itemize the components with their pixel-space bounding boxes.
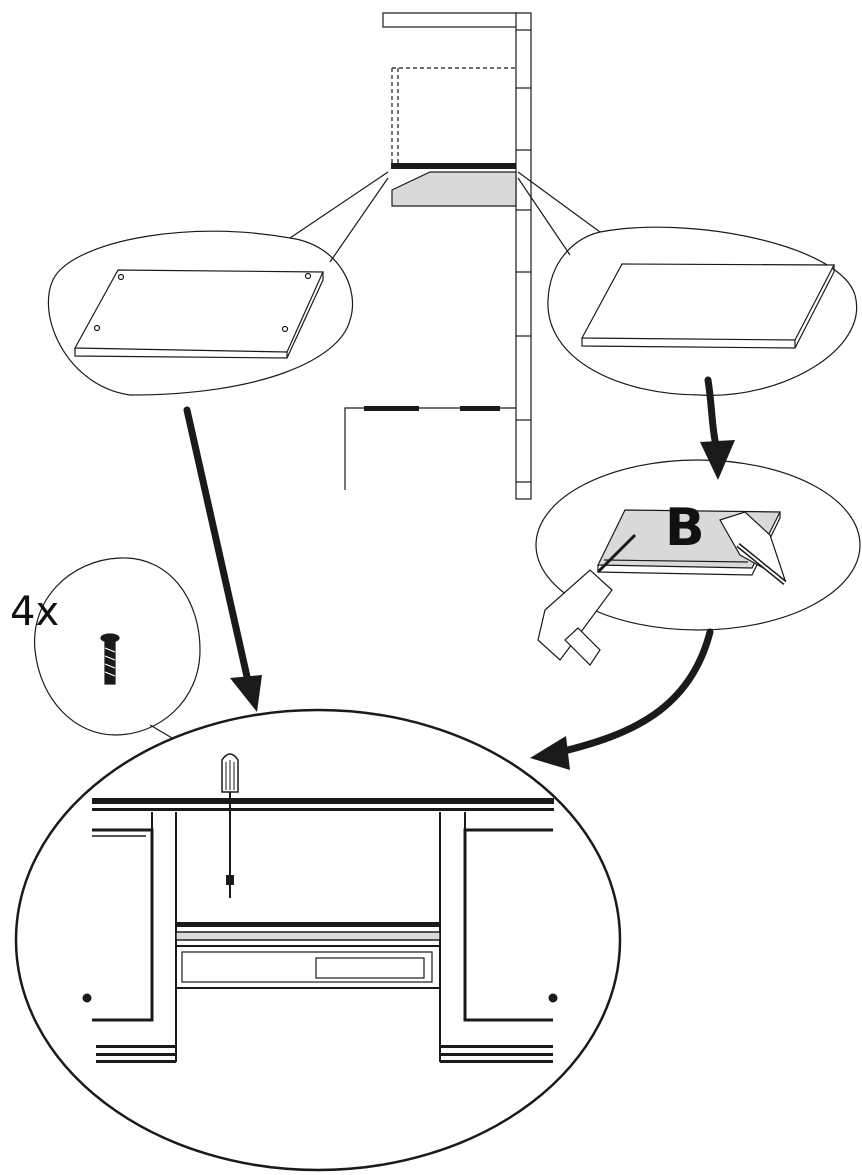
screw-quantity: 4x bbox=[10, 589, 59, 635]
marking-bubble bbox=[535, 459, 861, 666]
left-detail-bubble bbox=[47, 171, 389, 396]
cabinet-side-view bbox=[344, 12, 532, 500]
screwdriver-icon bbox=[221, 753, 239, 898]
arrow-icon bbox=[183, 376, 720, 756]
right-detail-bubble bbox=[517, 171, 858, 396]
step-label: B bbox=[665, 498, 705, 558]
mounting-detail-bubble bbox=[14, 708, 622, 1172]
arrow-heads bbox=[230, 440, 735, 770]
screw-icon bbox=[100, 633, 120, 685]
drill-icon bbox=[537, 533, 637, 666]
